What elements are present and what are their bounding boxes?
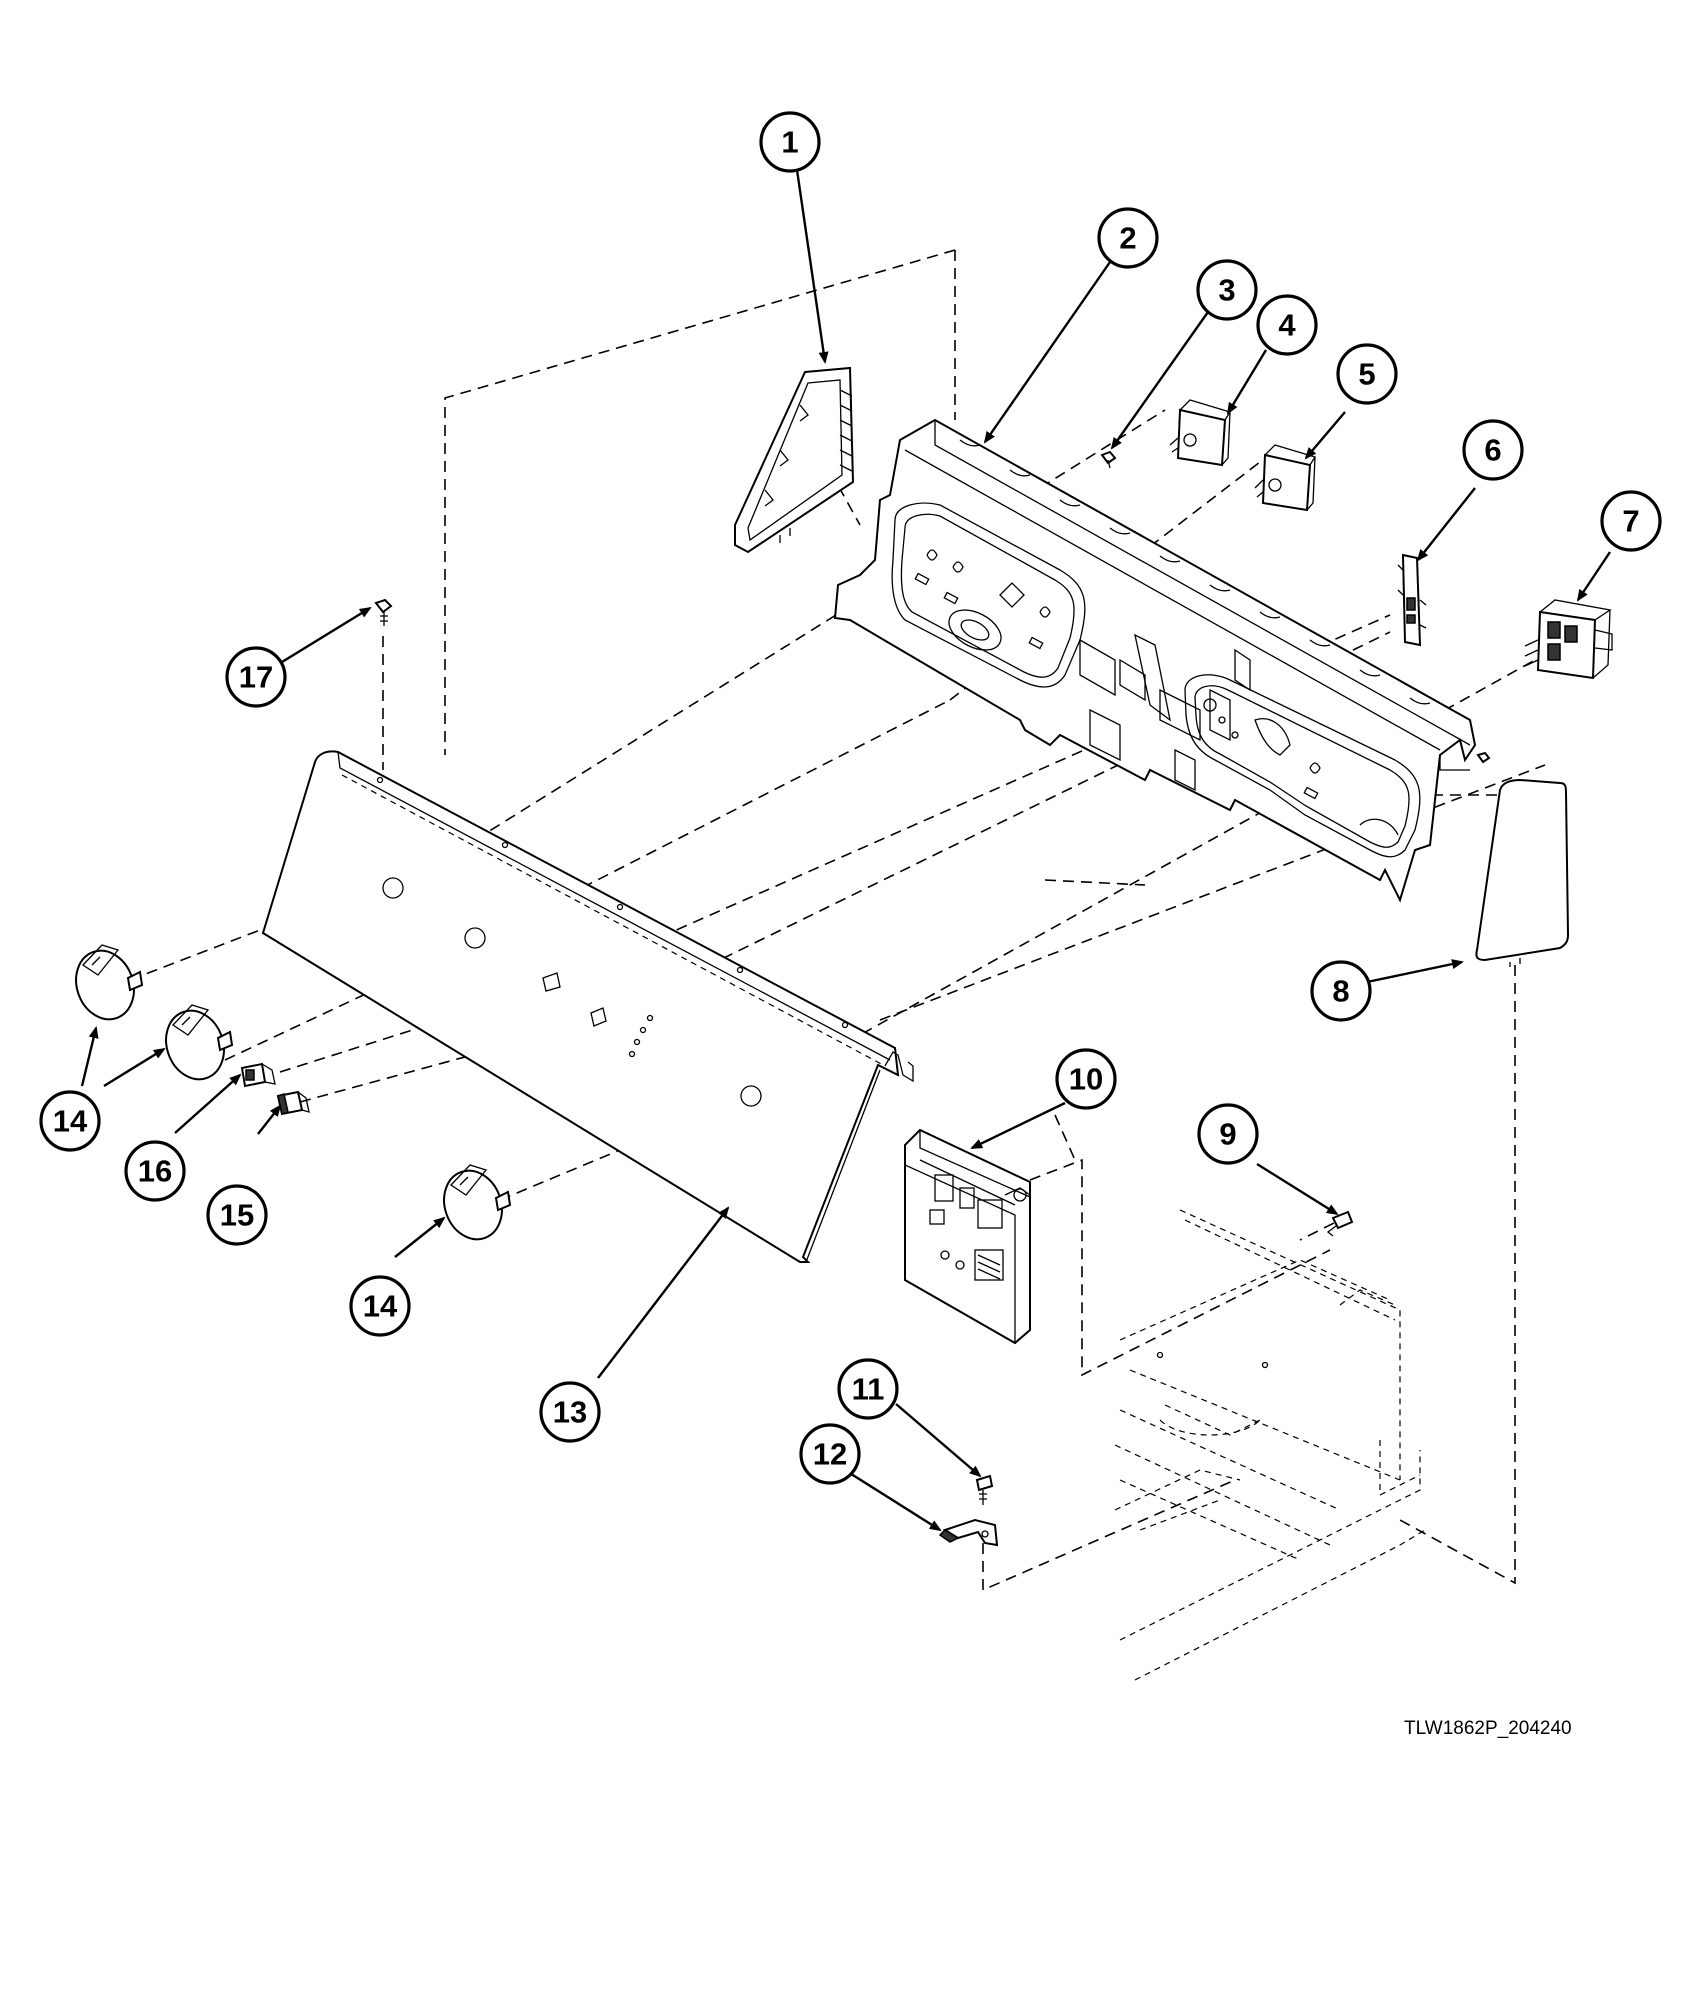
panel-back-bracket xyxy=(833,418,1477,903)
button-part-15 xyxy=(276,1090,310,1116)
knob-part-14-a xyxy=(75,944,144,1021)
svg-text:12: 12 xyxy=(813,1437,847,1472)
svg-text:9: 9 xyxy=(1219,1117,1236,1152)
svg-text:14: 14 xyxy=(363,1289,398,1324)
screw-right xyxy=(1476,751,1491,764)
callout-9: 9 xyxy=(1197,1103,1259,1165)
screw-part-17 xyxy=(374,598,393,626)
callouts: 1 2 3 4 5 6 7 8 xyxy=(39,111,1662,1485)
board-part-6 xyxy=(1397,553,1427,647)
callout-14b: 14 xyxy=(349,1275,411,1337)
svg-text:3: 3 xyxy=(1218,273,1235,308)
svg-text:15: 15 xyxy=(220,1198,254,1233)
callout-2: 2 xyxy=(1097,207,1159,269)
svg-text:11: 11 xyxy=(852,1372,885,1407)
drawing-number: TLW1862P_204240 xyxy=(1404,1718,1572,1739)
svg-text:17: 17 xyxy=(239,660,273,695)
cabinet-top-phantom xyxy=(1114,1209,1426,1681)
svg-text:14: 14 xyxy=(53,1104,88,1139)
callout-11: 11 xyxy=(837,1358,899,1420)
relay-part-7 xyxy=(1524,599,1613,680)
callout-16: 16 xyxy=(124,1140,186,1202)
svg-text:2: 2 xyxy=(1119,221,1136,256)
callout-7: 7 xyxy=(1600,490,1662,552)
callout-10: 10 xyxy=(1055,1048,1117,1110)
svg-text:5: 5 xyxy=(1358,357,1375,392)
front-control-panel xyxy=(261,750,914,1263)
callout-4: 4 xyxy=(1256,294,1318,356)
callout-14a: 14 xyxy=(39,1090,101,1152)
screw-part-3 xyxy=(1100,450,1117,469)
callout-8: 8 xyxy=(1310,960,1372,1022)
switch-part-5 xyxy=(1254,444,1317,512)
svg-text:1: 1 xyxy=(781,125,798,160)
knob-part-14-c xyxy=(443,1164,512,1241)
svg-text:7: 7 xyxy=(1622,504,1639,539)
svg-text:6: 6 xyxy=(1484,433,1501,468)
svg-text:13: 13 xyxy=(553,1395,587,1430)
knob-part-14-b xyxy=(165,1004,234,1081)
control-board-part-10 xyxy=(904,1128,1031,1345)
bracket-part-12 xyxy=(938,1518,999,1547)
callout-15: 15 xyxy=(206,1184,268,1246)
screw-part-9 xyxy=(1326,1210,1354,1237)
screw-part-11 xyxy=(975,1474,994,1505)
svg-text:8: 8 xyxy=(1332,974,1349,1009)
callout-1: 1 xyxy=(759,111,821,173)
svg-text:10: 10 xyxy=(1069,1062,1103,1097)
switch-part-4 xyxy=(1169,399,1232,467)
callout-13: 13 xyxy=(539,1381,601,1443)
leader-arrows xyxy=(80,169,1611,1532)
right-end-cap xyxy=(1475,778,1570,967)
callout-3: 3 xyxy=(1196,259,1258,321)
left-end-cap xyxy=(734,366,855,554)
callout-17: 17 xyxy=(225,646,287,708)
svg-text:16: 16 xyxy=(138,1154,172,1189)
rocker-switch-part-16 xyxy=(240,1062,276,1088)
callout-5: 5 xyxy=(1336,343,1398,405)
callout-12: 12 xyxy=(799,1423,861,1485)
svg-text:4: 4 xyxy=(1278,308,1296,343)
callout-6: 6 xyxy=(1462,419,1524,481)
